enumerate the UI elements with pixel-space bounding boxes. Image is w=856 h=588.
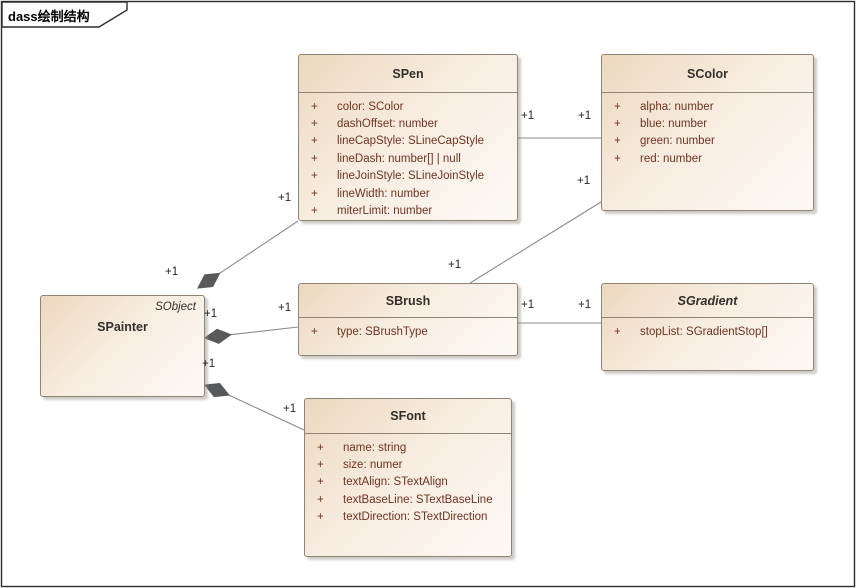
class-scolor-attributes: +alpha: number +blue: number +green: num…	[602, 93, 813, 168]
multiplicity-label: +1	[448, 259, 462, 271]
class-sfont[interactable]: SFont +name: string +size: numer +textAl…	[304, 398, 512, 557]
class-scolor[interactable]: SColor +alpha: number +blue: number +gre…	[601, 54, 814, 211]
attribute-row: +red: number	[614, 152, 703, 165]
attribute-row: +blue: number	[614, 118, 708, 131]
class-spen[interactable]: SPen +color: SColor +dashOffset: number …	[298, 54, 518, 221]
class-sbrush-attributes: +type: SBrushType	[299, 318, 517, 340]
attribute-row: +lineDash: number[] | null	[311, 152, 461, 165]
class-sfont-attributes: +name: string +size: numer +textAlign: S…	[305, 434, 511, 526]
class-sfont-name: SFont	[305, 399, 511, 434]
frame-tab	[1, 1, 128, 28]
multiplicity-label: +1	[278, 302, 292, 314]
attribute-row: +type: SBrushType	[311, 325, 428, 338]
composition-diamond	[203, 328, 232, 344]
class-sgradient[interactable]: SGradient +stopList: SGradientStop[]	[601, 283, 814, 371]
multiplicity-label: +1	[278, 192, 292, 204]
attribute-row: +size: numer	[317, 459, 403, 472]
attribute-row: +dashOffset: number	[311, 118, 438, 131]
attribute-row: +lineJoinStyle: SLineJoinStyle	[311, 170, 485, 183]
class-sbrush[interactable]: SBrush +type: SBrushType	[298, 283, 518, 356]
multiplicity-label: +1	[577, 175, 591, 187]
composition-spainter-spen[interactable]	[197, 220, 299, 289]
multiplicity-label: +1	[578, 110, 592, 122]
class-sgradient-attributes: +stopList: SGradientStop[]	[602, 318, 813, 340]
class-spainter-name: SPainter	[97, 320, 148, 334]
multiplicity-label: +1	[521, 110, 535, 122]
attribute-row: +stopList: SGradientStop[]	[614, 325, 768, 338]
association-sbrush-scolor[interactable]	[469, 201, 602, 284]
class-spen-attributes: +color: SColor +dashOffset: number +line…	[299, 93, 517, 220]
attribute-row: +alpha: number	[614, 100, 714, 113]
attribute-row: +lineCapStyle: SLineCapStyle	[311, 135, 485, 148]
class-sbrush-name: SBrush	[299, 284, 517, 318]
composition-diamond	[203, 383, 230, 398]
attribute-row: +lineWidth: number	[311, 187, 430, 200]
multiplicity-label: +1	[202, 358, 216, 370]
diagram-frame-label: dass绘制结构	[8, 9, 90, 24]
attribute-row: +textAlign: STextAlign	[317, 476, 448, 489]
class-sgradient-name: SGradient	[602, 284, 813, 318]
multiplicity-label: +1	[204, 308, 218, 320]
multiplicity-label: +1	[165, 266, 179, 278]
attribute-row: +name: string	[317, 441, 407, 454]
class-spainter[interactable]: SObject SPainter	[40, 295, 205, 397]
class-spainter-stereotype: SObject	[155, 301, 196, 313]
multiplicity-label: +1	[283, 403, 297, 415]
attribute-row: +textBaseLine: STextBaseLine	[317, 493, 493, 506]
attribute-row: +miterLimit: number	[311, 205, 433, 218]
composition-diamond	[197, 272, 221, 289]
attribute-row: +green: number	[614, 135, 715, 148]
attribute-row: +color: SColor	[311, 100, 404, 113]
composition-spainter-sfont[interactable]	[203, 383, 305, 431]
composition-spainter-sbrush[interactable]	[203, 326, 299, 344]
attribute-row: +textDirection: STextDirection	[317, 511, 488, 524]
multiplicity-label: +1	[578, 299, 592, 311]
multiplicity-label: +1	[521, 299, 535, 311]
class-scolor-name: SColor	[602, 55, 813, 93]
class-spen-name: SPen	[299, 55, 517, 93]
